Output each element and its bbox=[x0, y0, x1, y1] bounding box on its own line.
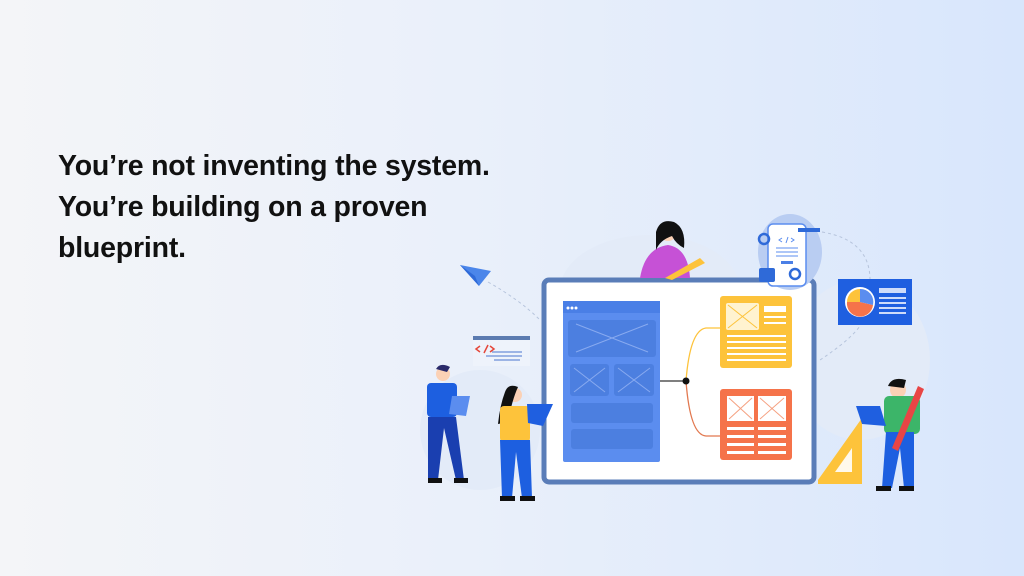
headline-line-1: You’re not inventing the system. bbox=[58, 150, 490, 182]
headline-line-2: You’re building on a proven bbox=[58, 191, 428, 223]
person-middle-tablet bbox=[498, 385, 553, 501]
wireframe-panel bbox=[563, 301, 660, 462]
code-card-icon bbox=[473, 336, 530, 366]
pie-chart-card-icon bbox=[838, 279, 912, 325]
blueprint-board bbox=[541, 277, 817, 485]
paper-plane-icon bbox=[460, 265, 491, 286]
phone-code-icon bbox=[757, 214, 822, 290]
headline: You’re not inventing the system. You’re … bbox=[58, 146, 490, 269]
content-card-orange bbox=[720, 389, 792, 460]
person-right-pencil bbox=[856, 378, 924, 491]
headline-line-3: blueprint. bbox=[58, 232, 186, 264]
ruler-triangle-icon bbox=[818, 418, 862, 484]
dashed-paths bbox=[487, 231, 871, 361]
person-top-drawing bbox=[640, 221, 705, 280]
content-card-yellow bbox=[720, 296, 792, 368]
person-left-tablet bbox=[427, 364, 470, 483]
flow-connector bbox=[660, 327, 722, 437]
